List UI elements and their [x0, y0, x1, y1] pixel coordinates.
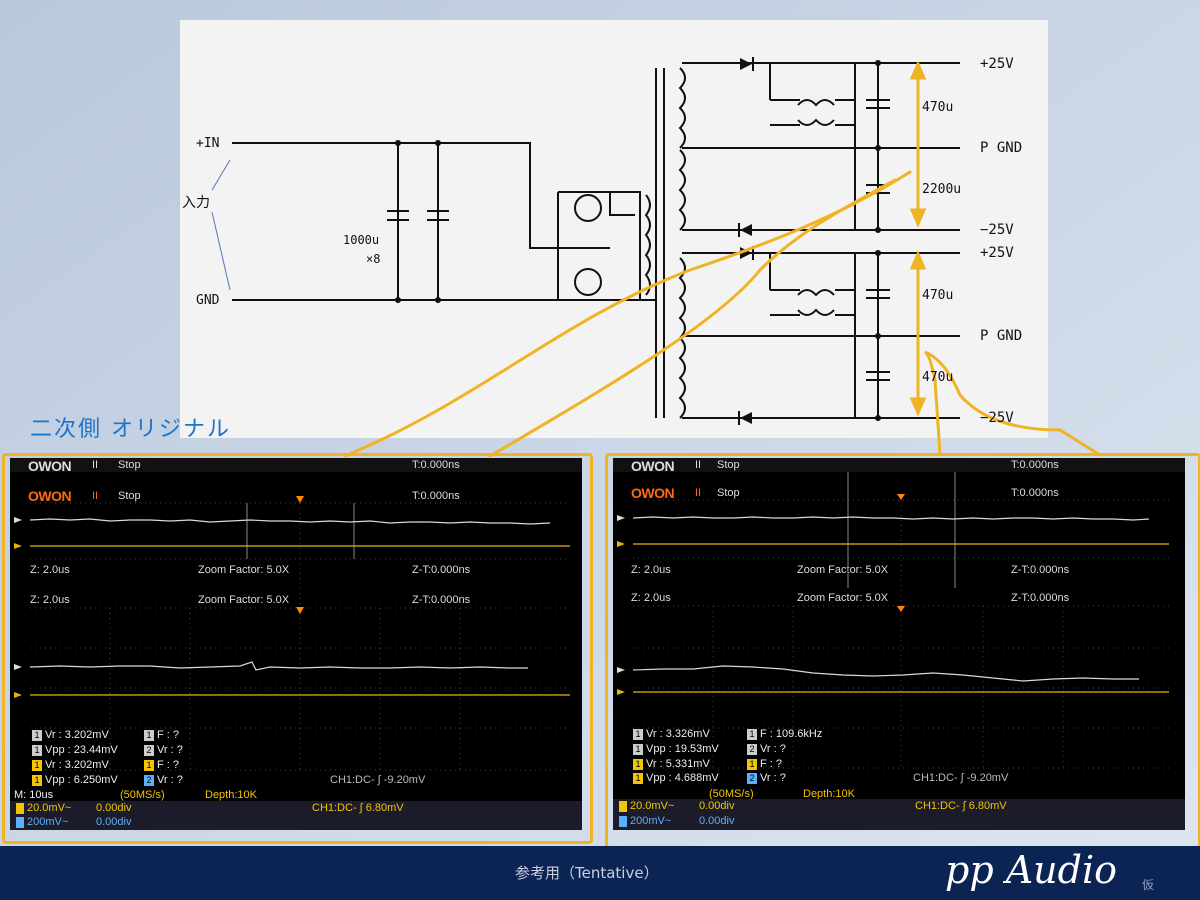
scope-left-trig: CH1:DC- ∫ 6.80mV — [312, 802, 404, 814]
footer-note: 参考用（Tentative） — [515, 864, 659, 882]
scope-left-ch2-pos: 0.00div — [96, 816, 132, 828]
input-label: 入力 — [182, 195, 210, 211]
scope-left-frame — [2, 453, 593, 844]
scope-right-trig: CH1:DC- ∫ 6.80mV — [915, 800, 1007, 812]
footer-sub: 仮 — [1142, 878, 1155, 892]
scope-left-m-time: M: 10us — [14, 789, 54, 801]
out-bot-pgnd-label: P GND — [980, 328, 1023, 344]
measure-arrows — [909, 60, 927, 417]
diodes — [738, 57, 754, 425]
out-bot-pos-label: +25V — [980, 245, 1014, 261]
out-top-pos-label: +25V — [980, 56, 1014, 72]
scope-right-rate: (50MS/s) — [709, 788, 754, 800]
scope-left-header-back: OWON II Stop T:0.000ns — [10, 458, 582, 474]
scope-right-status-bar: 20.0mV~ 0.00div CH1:DC- ∫ 6.80mV 200mV~ … — [613, 799, 1185, 830]
scope-right-depth: Depth:10K — [803, 788, 855, 800]
scope-left-status-bar: 20.0mV~ 0.00div CH1:DC- ∫ 6.80mV 200mV~ … — [10, 801, 582, 830]
gnd-label: GND — [196, 293, 220, 308]
scope-right-ch1-scale: 20.0mV~ — [619, 800, 674, 812]
scope-right-header: OWON II Stop T:0.000ns — [631, 485, 1059, 501]
out-top-pgnd-label: P GND — [980, 140, 1023, 156]
scope-left: OWON II Stop T:0.000ns OWON II Stop T:0.… — [10, 458, 582, 830]
cap-470-top-label: 470u — [922, 100, 954, 115]
scope-right-header-back: OWON II Stop T:0.000ns — [613, 458, 1185, 474]
footer-bar: 参考用（Tentative） pp Audio 仮 — [0, 846, 1200, 900]
cap-470-mid-label: 470u — [922, 288, 954, 303]
scope-left-ch2-scale: 200mV~ — [16, 816, 68, 828]
mosfets — [574, 194, 602, 296]
footer-brand: pp Audio — [945, 848, 1118, 892]
scope-left-rate: (50MS/s) — [120, 789, 165, 801]
callout-curves — [343, 170, 1102, 458]
scope-right-grid — [617, 472, 1169, 769]
scope-left-ch1-scale: 20.0mV~ — [16, 802, 71, 814]
transformer-coils — [644, 67, 835, 419]
scope-right-trig-back: CH1:DC- ∫ -9.20mV — [913, 772, 1009, 784]
out-bot-neg-label: −25V — [980, 410, 1014, 426]
cap-470-bot-label: 470u — [922, 370, 954, 385]
input-cap-label: 1000u — [343, 233, 380, 247]
scope-right-ch1-pos: 0.00div — [699, 800, 735, 812]
input-cap-mult-label: ×8 — [366, 252, 381, 266]
cap-2200-label: 2200u — [922, 182, 962, 197]
out-top-neg-label: −25V — [980, 222, 1014, 238]
scope-left-ch1-pos: 0.00div — [96, 802, 132, 814]
scope-left-trig-back: CH1:DC- ∫ -9.20mV — [330, 774, 426, 786]
scope-right: OWON II Stop T:0.000ns OWON II Stop T:0.… — [613, 458, 1185, 830]
schematic-wiring — [232, 62, 960, 419]
input-arrows — [211, 159, 231, 291]
scope-left-depth: Depth:10K — [205, 789, 257, 801]
junction-dots — [395, 60, 881, 421]
input-plus-label: +IN — [196, 136, 220, 151]
scope-right-ch2-scale: 200mV~ — [619, 815, 671, 827]
scope-left-header: OWON II Stop T:0.000ns — [28, 488, 460, 504]
scope-right-ch2-pos: 0.00div — [699, 815, 735, 827]
scope-left-grid — [14, 496, 570, 771]
section-label: 二次側 オリジナル — [30, 417, 231, 442]
